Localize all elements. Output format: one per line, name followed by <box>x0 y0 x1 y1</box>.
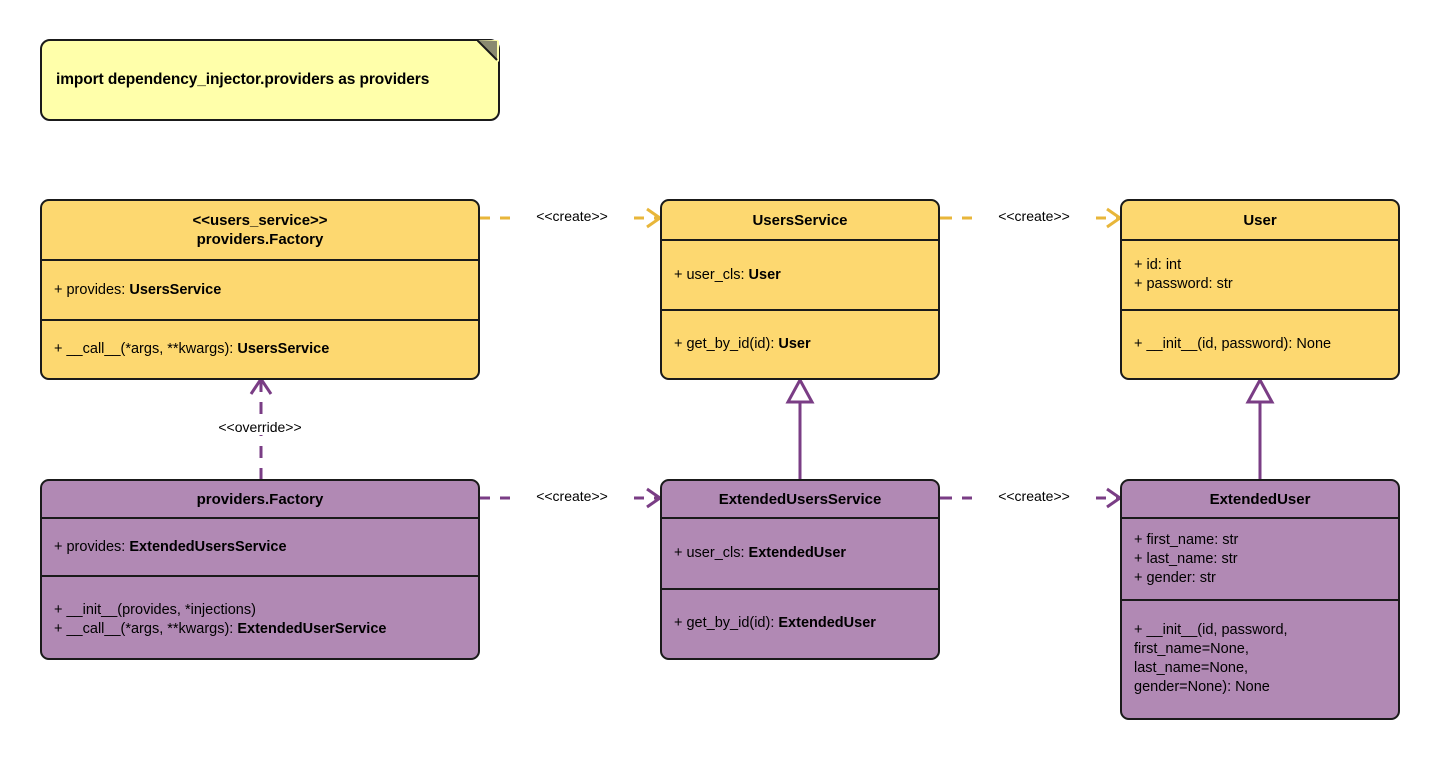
relation-create-bottom-right-label: <<create>> <box>972 488 1096 504</box>
class-attributes-section: + provides: UsersService <box>42 261 478 319</box>
class-header: providers.Factory <box>42 481 478 519</box>
method-row: + get_by_id(id): User <box>674 335 811 352</box>
attribute-row: + last_name: str <box>1134 550 1238 567</box>
class-header: <<users_service>> providers.Factory <box>42 201 478 261</box>
attribute-row: + id: int <box>1134 257 1182 273</box>
class-stereotype: <<users_service>> <box>192 212 328 229</box>
attribute-row: + first_name: str <box>1134 531 1239 548</box>
attribute-row: + password: str <box>1134 276 1233 292</box>
relation-generalization-service <box>785 376 815 480</box>
create-arrowhead-icon <box>1106 207 1123 229</box>
generalization-triangle-icon <box>1245 376 1275 404</box>
class-box-extended-factory[interactable]: providers.Factory + provides: ExtendedUs… <box>40 479 480 660</box>
class-box-extended-user[interactable]: ExtendedUser + first_name: str + last_na… <box>1120 479 1400 720</box>
create-arrowhead-icon <box>646 487 663 509</box>
class-attributes-section: + provides: ExtendedUsersService <box>42 519 478 575</box>
import-note: import dependency_injector.providers as … <box>40 39 500 121</box>
class-name: ExtendedUser <box>1209 490 1311 508</box>
create-arrowhead-icon <box>646 207 663 229</box>
class-header: ExtendedUser <box>1122 481 1398 519</box>
class-name: UsersService <box>752 211 848 229</box>
attribute-row: + user_cls: User <box>674 266 781 283</box>
class-attributes-section: + user_cls: User <box>662 241 938 309</box>
class-box-user[interactable]: User + id: int + password: str + __init_… <box>1120 199 1400 380</box>
relation-generalization-user <box>1245 376 1275 480</box>
method-row: + __init__(id, password): None <box>1134 335 1332 352</box>
class-name: User <box>1243 211 1277 229</box>
attribute-row: + provides: ExtendedUsersService <box>54 538 287 555</box>
attribute-row: + user_cls: ExtendedUser <box>674 545 847 561</box>
class-name: ExtendedUsersService <box>718 490 882 508</box>
relation-override-label: <<override>> <box>204 419 316 435</box>
class-box-users-service-factory[interactable]: <<users_service>> providers.Factory + pr… <box>40 199 480 380</box>
relation-create-bottom-left-label: <<create>> <box>510 488 634 504</box>
attribute-row: + gender: str <box>1134 569 1216 586</box>
method-row: + get_by_id(id): ExtendedUser <box>674 615 876 631</box>
class-methods-section: + __call__(*args, **kwargs): UsersServic… <box>42 319 478 377</box>
class-name: providers.Factory <box>196 490 324 508</box>
generalization-triangle-icon <box>785 376 815 404</box>
class-header: User <box>1122 201 1398 241</box>
override-arrowhead-icon <box>249 376 273 395</box>
create-arrowhead-icon <box>1106 487 1123 509</box>
attribute-row: + provides: UsersService <box>54 281 222 298</box>
class-name: providers.Factory <box>196 231 324 248</box>
class-methods-section: + __init__(provides, *injections) + __ca… <box>42 575 478 658</box>
class-header: UsersService <box>662 201 938 241</box>
note-text: import dependency_injector.providers as … <box>56 71 430 88</box>
class-box-users-service[interactable]: UsersService + user_cls: User + get_by_i… <box>660 199 940 380</box>
class-box-extended-users-service[interactable]: ExtendedUsersService + user_cls: Extende… <box>660 479 940 660</box>
relation-create-top-right-label: <<create>> <box>972 208 1096 224</box>
class-methods-section: + get_by_id(id): ExtendedUser <box>662 588 938 657</box>
class-attributes-section: + user_cls: ExtendedUser <box>662 519 938 588</box>
note-fold-corner-icon <box>477 40 499 62</box>
method-row: + __call__(*args, **kwargs): UsersServic… <box>54 340 330 357</box>
class-methods-section: + __init__(id, password, first_name=None… <box>1122 599 1398 717</box>
class-attributes-section: + id: int + password: str <box>1122 241 1398 309</box>
method-row: + __init__(provides, *injections) <box>54 601 256 618</box>
method-row: + __call__(*args, **kwargs): ExtendedUse… <box>54 620 387 637</box>
class-header: ExtendedUsersService <box>662 481 938 519</box>
class-attributes-section: + first_name: str + last_name: str + gen… <box>1122 519 1398 599</box>
class-methods-section: + __init__(id, password): None <box>1122 309 1398 377</box>
method-row: + __init__(id, password, first_name=None… <box>1134 622 1288 695</box>
relation-create-top-left-label: <<create>> <box>510 208 634 224</box>
class-methods-section: + get_by_id(id): User <box>662 309 938 377</box>
